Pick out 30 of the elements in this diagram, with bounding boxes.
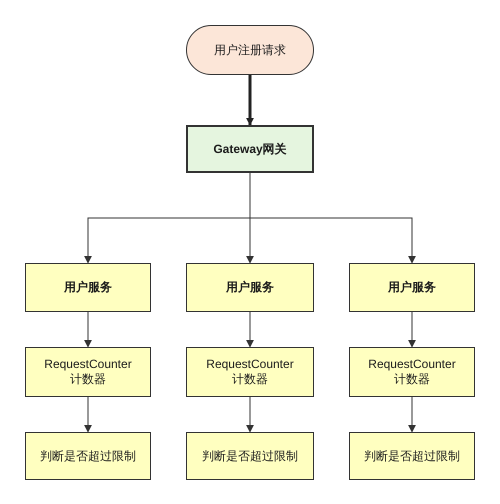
process-box	[349, 263, 475, 312]
process-box	[25, 432, 151, 480]
node-label: RequestCounter 计数器	[43, 357, 133, 387]
start-terminal	[186, 25, 314, 75]
process-box	[186, 125, 314, 173]
node-label: 用户注册请求	[214, 42, 286, 58]
node-label: RequestCounter 计数器	[367, 357, 457, 387]
process-box	[349, 432, 475, 480]
process-box	[186, 263, 314, 312]
process-box	[186, 432, 314, 480]
arrow	[246, 396, 254, 433]
node-label: 用户服务	[388, 280, 436, 295]
node-label: 判断是否超过限制	[202, 448, 298, 464]
arrow	[246, 75, 254, 126]
node-label: 判断是否超过限制	[40, 448, 136, 464]
process-box	[349, 347, 475, 397]
arrow	[84, 396, 92, 433]
arrow	[408, 312, 416, 348]
node-label: 用户服务	[64, 280, 112, 295]
process-box	[25, 347, 151, 397]
node-label: RequestCounter 计数器	[205, 357, 295, 387]
node-label: 判断是否超过限制	[364, 448, 460, 464]
process-box	[25, 263, 151, 312]
process-box	[186, 347, 314, 397]
arrow	[84, 312, 92, 348]
node-label: Gateway网关	[213, 142, 287, 156]
arrow	[246, 312, 254, 348]
arrow	[250, 172, 416, 264]
node-label: 用户服务	[226, 280, 274, 295]
arrow	[408, 396, 416, 433]
